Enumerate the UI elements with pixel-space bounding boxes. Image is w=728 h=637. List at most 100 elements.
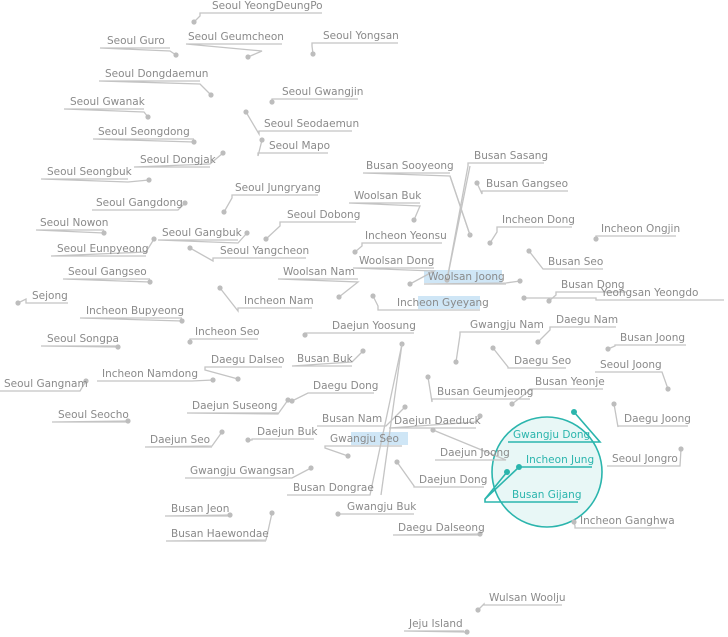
- region-label-seoul-joong[interactable]: Seoul Joong: [600, 359, 662, 371]
- region-label-daejun-daeduck[interactable]: Daejun Daeduck: [394, 415, 482, 427]
- region-label-daejun-yoosung[interactable]: Daejun Yoosung: [332, 320, 416, 332]
- region-label-seoul-seongdong[interactable]: Seoul Seongdong: [98, 126, 190, 138]
- connector-line: [380, 343, 403, 496]
- region-label-daegu-dalseong[interactable]: Daegu Dalseong: [398, 522, 485, 534]
- leader-line: [35, 229, 105, 234]
- region-label-daegu-nam[interactable]: Daegu Nam: [556, 314, 618, 326]
- region-label-daejun-dong[interactable]: Daejun Dong: [419, 474, 487, 486]
- region-label-incheon-yeonsu[interactable]: Incheon Yeonsu: [365, 230, 447, 242]
- anchor-point: [678, 446, 684, 452]
- region-label-incheon-ganghwa[interactable]: Incheon Ganghwa: [580, 515, 675, 527]
- region-label-seoul-gangbuk[interactable]: Seoul Gangbuk: [162, 227, 243, 239]
- region-label-seoul-gwanak[interactable]: Seoul Gwanak: [70, 96, 146, 108]
- region-label-seoul-jungryang[interactable]: Seoul Jungryang: [235, 182, 321, 194]
- region-label-incheon-ongjin[interactable]: Incheon Ongjin: [601, 223, 680, 235]
- anchor-point: [208, 92, 214, 98]
- region-label-woolsan-joong[interactable]: Woolsan Joong: [428, 271, 505, 283]
- region-label-seoul-mapo[interactable]: Seoul Mapo: [269, 140, 330, 152]
- region-label-gwangju-buk[interactable]: Gwangju Buk: [347, 501, 417, 513]
- anchor-point: [336, 294, 342, 300]
- region-label-busan-gangseo[interactable]: Busan Gangseo: [486, 178, 568, 190]
- region-label-daegu-joong[interactable]: Daegu Joong: [624, 413, 691, 425]
- anchor-point: [220, 150, 226, 156]
- leader-line: [607, 448, 682, 467]
- region-label-incheon-jung[interactable]: Incheon Jung: [526, 454, 594, 466]
- anchor-point: [217, 285, 223, 291]
- region-label-seoul-gangdong[interactable]: Seoul Gangdong: [96, 197, 183, 209]
- leader-line: [62, 278, 151, 283]
- region-label-woolsan-buk[interactable]: Woolsan Buk: [354, 190, 422, 202]
- region-label-seoul-guro[interactable]: Seoul Guro: [107, 35, 165, 47]
- region-label-busan-dongrae[interactable]: Busan Dongrae: [293, 482, 374, 494]
- region-label-seoul-yongsan[interactable]: Seoul Yongsan: [323, 30, 399, 42]
- region-label-busan-jeon[interactable]: Busan Jeon: [171, 503, 229, 515]
- region-label-busan-haewondae[interactable]: Busan Haewondae: [171, 528, 269, 540]
- region-label-busan-geumjeong[interactable]: Busan Geumjeong: [437, 386, 533, 398]
- label-highlight: [351, 432, 408, 445]
- region-label-incheon-gyeyang[interactable]: Incheon Gyeyang: [397, 297, 489, 309]
- region-label-seoul-seongbuk[interactable]: Seoul Seongbuk: [47, 166, 133, 178]
- region-label-seoul-gwangjin[interactable]: Seoul Gwangjin: [282, 86, 363, 98]
- region-label-daejun-seo[interactable]: Daejun Seo: [150, 434, 210, 446]
- region-label-incheon-seo[interactable]: Incheon Seo: [195, 326, 260, 338]
- region-label-gwangju-seo[interactable]: Gwangju Seo: [330, 433, 399, 445]
- region-label-incheon-namdong[interactable]: Incheon Namdong: [102, 368, 198, 380]
- leader-line: [79, 317, 183, 322]
- region-label-daegu-dong[interactable]: Daegu Dong: [313, 380, 378, 392]
- region-label-sejong[interactable]: Sejong: [32, 290, 68, 302]
- anchor-point: [259, 137, 265, 143]
- region-label-incheon-bupyeong[interactable]: Incheon Bupyeong: [86, 305, 184, 317]
- region-label-seoul-yangcheon[interactable]: Seoul Yangcheon: [220, 245, 309, 257]
- region-label-seoul-nowon[interactable]: Seoul Nowon: [40, 217, 108, 229]
- region-label-daejun-suseong[interactable]: Daejun Suseong: [192, 400, 278, 412]
- region-label-daegu-dalseo[interactable]: Daegu Dalseo: [211, 354, 284, 366]
- region-label-daejun-joong[interactable]: Daejun Joong: [440, 447, 510, 459]
- leader-line: [17, 297, 68, 304]
- region-label-busan-dong[interactable]: Busan Dong: [561, 279, 625, 291]
- region-label-seoul-dongdaemun[interactable]: Seoul Dongdaemun: [105, 68, 208, 80]
- region-label-incheon-nam[interactable]: Incheon Nam: [244, 295, 314, 307]
- region-label-busan-nam[interactable]: Busan Nam: [322, 413, 382, 425]
- leader-line: [97, 379, 214, 382]
- region-label-seoul-jongro[interactable]: Seoul Jongro: [612, 453, 678, 465]
- region-label-daegu-seo[interactable]: Daegu Seo: [514, 355, 571, 367]
- leader-line: [185, 467, 312, 479]
- region-label-busan-gijang[interactable]: Busan Gijang: [512, 489, 581, 501]
- region-label-seoul-songpa[interactable]: Seoul Songpa: [47, 333, 119, 345]
- region-label-seoul-eunpyeong[interactable]: Seoul Eunpyeong: [57, 243, 149, 255]
- region-label-incheon-dong[interactable]: Incheon Dong: [502, 214, 575, 226]
- leader-line: [492, 347, 566, 369]
- anchor-point: [571, 519, 577, 525]
- region-label-busan-buk[interactable]: Busan Buk: [297, 353, 354, 365]
- region-label-busan-sasang[interactable]: Busan Sasang: [474, 150, 548, 162]
- region-label-busan-joong[interactable]: Busan Joong: [620, 332, 685, 344]
- region-label-seoul-geumcheon[interactable]: Seoul Geumcheon: [188, 31, 284, 43]
- region-label-woolsan-dong[interactable]: Woolsan Dong: [359, 255, 434, 267]
- region-label-busan-sooyeong[interactable]: Busan Sooyeong: [366, 160, 454, 172]
- region-label-seoul-seodaemun[interactable]: Seoul Seodaemun: [264, 118, 359, 130]
- region-label-seoul-dongjak[interactable]: Seoul Dongjak: [140, 154, 217, 166]
- anchor-point: [179, 318, 185, 324]
- anchor-point: [263, 236, 269, 242]
- region-label-seoul-dobong[interactable]: Seoul Dobong: [287, 209, 360, 221]
- leader-line: [40, 178, 150, 183]
- anchor-point: [411, 217, 417, 223]
- region-label-woolsan-nam[interactable]: Woolsan Nam: [283, 266, 355, 278]
- region-label-gwangju-nam[interactable]: Gwangju Nam: [470, 319, 544, 331]
- region-label-daejun-buk[interactable]: Daejun Buk: [257, 426, 318, 438]
- region-label-busan-yeonje[interactable]: Busan Yeonje: [535, 376, 605, 388]
- region-label-yeongsan-yeongdo[interactable]: Yeongsan Yeongdo: [600, 287, 698, 299]
- anchor-point: [308, 465, 314, 471]
- region-label-seoul-gangnam[interactable]: Seoul Gangnam: [4, 378, 88, 390]
- region-label-seoul-gangseo[interactable]: Seoul Gangseo: [68, 266, 147, 278]
- anchor-point: [269, 510, 275, 516]
- leader-line: [92, 202, 186, 211]
- region-label-wulsan-woolju[interactable]: Wulsan Woolju: [489, 592, 566, 604]
- region-label-jeju-island[interactable]: Jeju Island: [408, 618, 463, 630]
- leader-line: [257, 139, 328, 157]
- region-label-gwangju-dong[interactable]: Gwangju Dong: [513, 429, 590, 441]
- region-label-busan-seo[interactable]: Busan Seo: [548, 256, 603, 268]
- region-label-seoul-yeongdeungpo[interactable]: Seoul YeongDeungPo: [212, 0, 323, 12]
- region-label-seoul-seocho[interactable]: Seoul Seocho: [58, 409, 129, 421]
- region-label-gwangju-gwangsan[interactable]: Gwangju Gwangsan: [190, 465, 294, 477]
